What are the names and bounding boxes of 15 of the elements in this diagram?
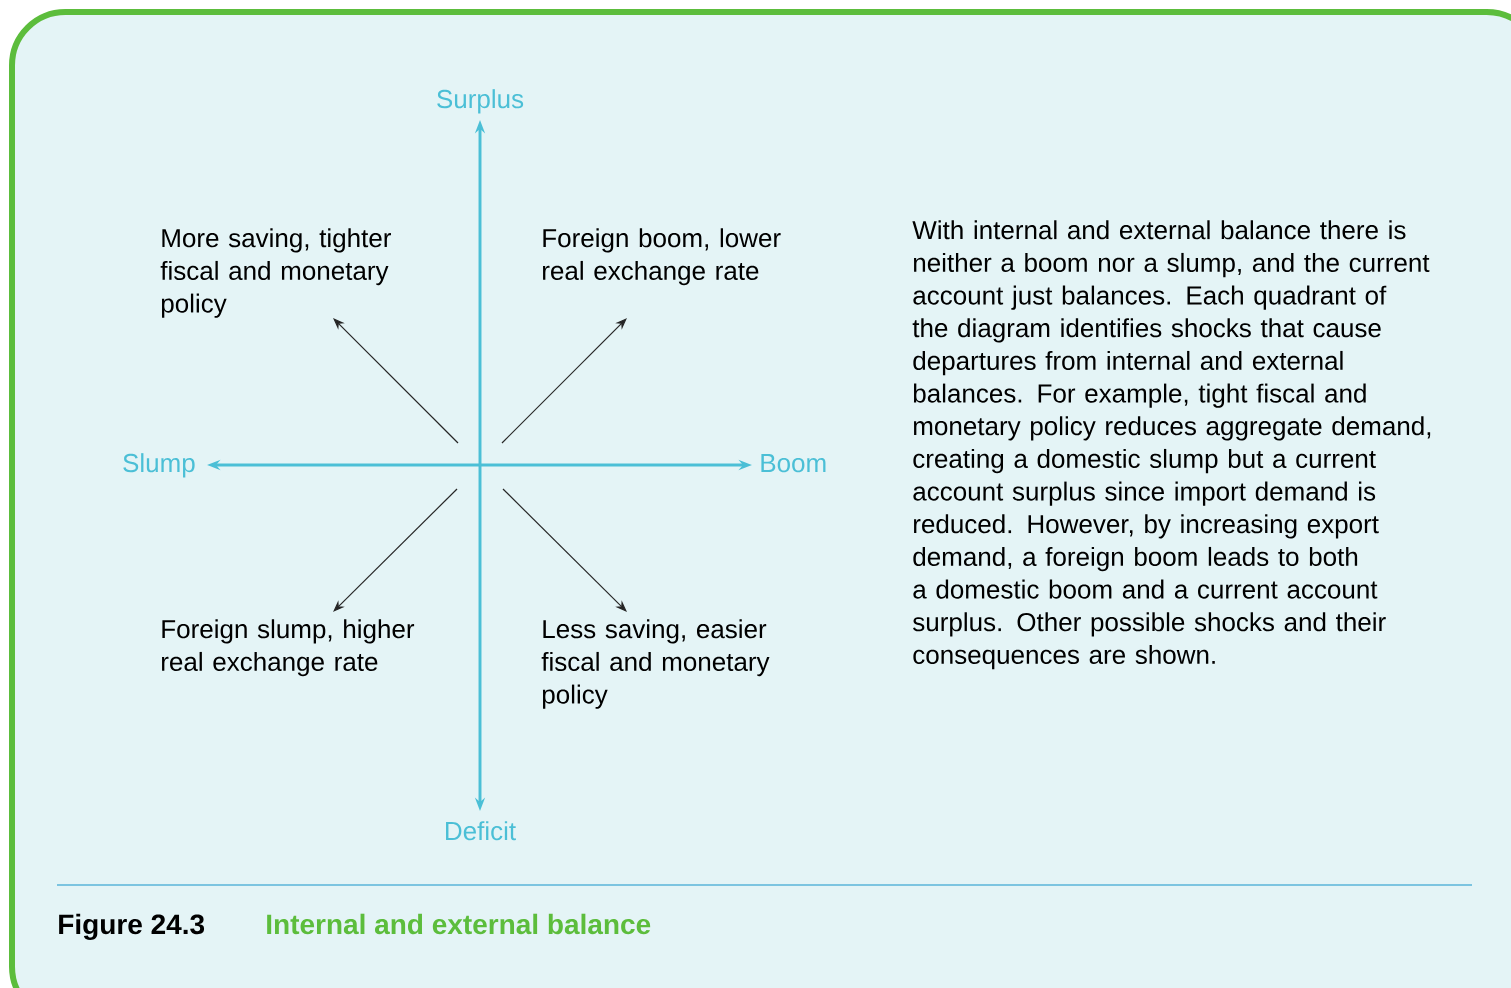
arrow [501,318,627,444]
axis-label: Deficit [446,821,516,841]
figure-number: Figure 24.3 [59,913,205,940]
axis-label: Slump [123,453,195,478]
quadrant-label: More saving, tighter fiscal and monetary policy [160,228,391,318]
quadrant-label: Less saving, easier fiscal and monetary policy [541,619,770,709]
arrow [333,318,459,444]
description-text: With internal and external balance there is neither a boom nor a slump, and the current account just balances. Each quadrant of the diagram identifies shocks that cause departures from internal and external balances. For example, tight fiscal and monetary policy reduces aggregate demand, creating a domestic slump but a current account surplus since import demand is reduced. However, by increasing export demand, a foreign boom leads to both a domestic boom and a current account surplus. Other possible shocks and their consequences are shown. [912,220,1431,670]
axis-label: Boom [761,454,826,473]
quadrant-label: Foreign slump, higher real exchange rate [162,619,415,677]
figure-caption: Internal and external balance [267,913,651,935]
axis-label: Surplus [437,89,524,114]
arrow [502,488,627,612]
quadrant-label: Foreign boom, lower real exchange rate [543,228,781,286]
arrow [333,488,458,612]
